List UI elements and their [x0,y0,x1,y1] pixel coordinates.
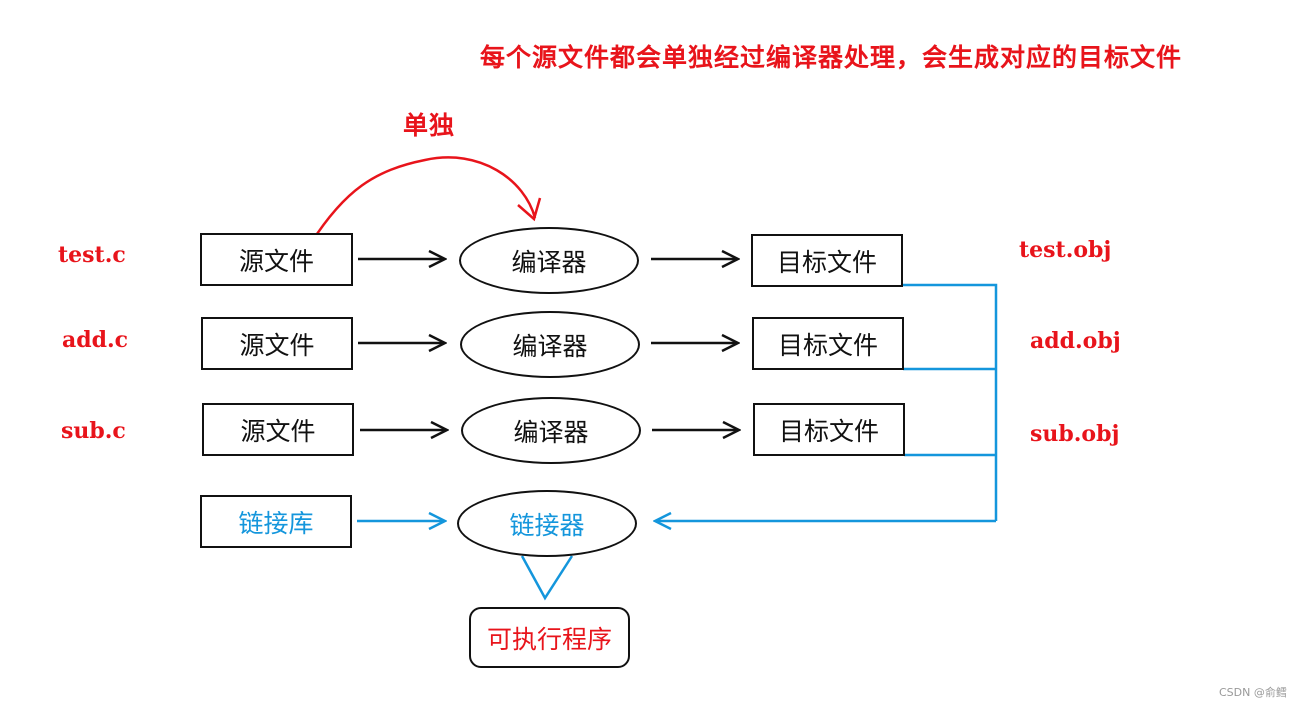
separately-annotation: 单独 [403,111,456,140]
file-label-test-c: test.c [58,242,126,268]
target-file-box-2: 目标文件 [752,317,904,370]
file-label-add-c: add.c [62,327,129,353]
file-label-sub-c: sub.c [61,418,126,444]
obj-label-add: add.obj [1030,328,1121,354]
obj-label-test: test.obj [1019,237,1112,263]
compiler-ellipse-2: 编译器 [460,311,640,378]
target-file-box-1: 目标文件 [751,234,903,287]
compiler-ellipse-1: 编译器 [459,227,639,294]
obj-label-sub: sub.obj [1030,421,1120,447]
separately-curve [309,156,537,244]
source-file-box-2: 源文件 [201,317,353,370]
target-file-box-3: 目标文件 [753,403,905,456]
arrow-linker-to-exe [520,555,574,601]
source-file-box-1: 源文件 [200,233,353,286]
watermark: CSDN @俞鳕 [1219,686,1287,699]
compiler-ellipse-3: 编译器 [461,397,641,464]
obj-bracket [902,283,998,521]
executable-box: 可执行程序 [469,607,630,668]
linker-ellipse: 链接器 [457,490,637,557]
link-library-box: 链接库 [200,495,352,548]
source-file-box-3: 源文件 [202,403,354,456]
diagram-title: 每个源文件都会单独经过编译器处理，会生成对应的目标文件 [480,43,1183,72]
separately-curve-head [517,197,542,222]
